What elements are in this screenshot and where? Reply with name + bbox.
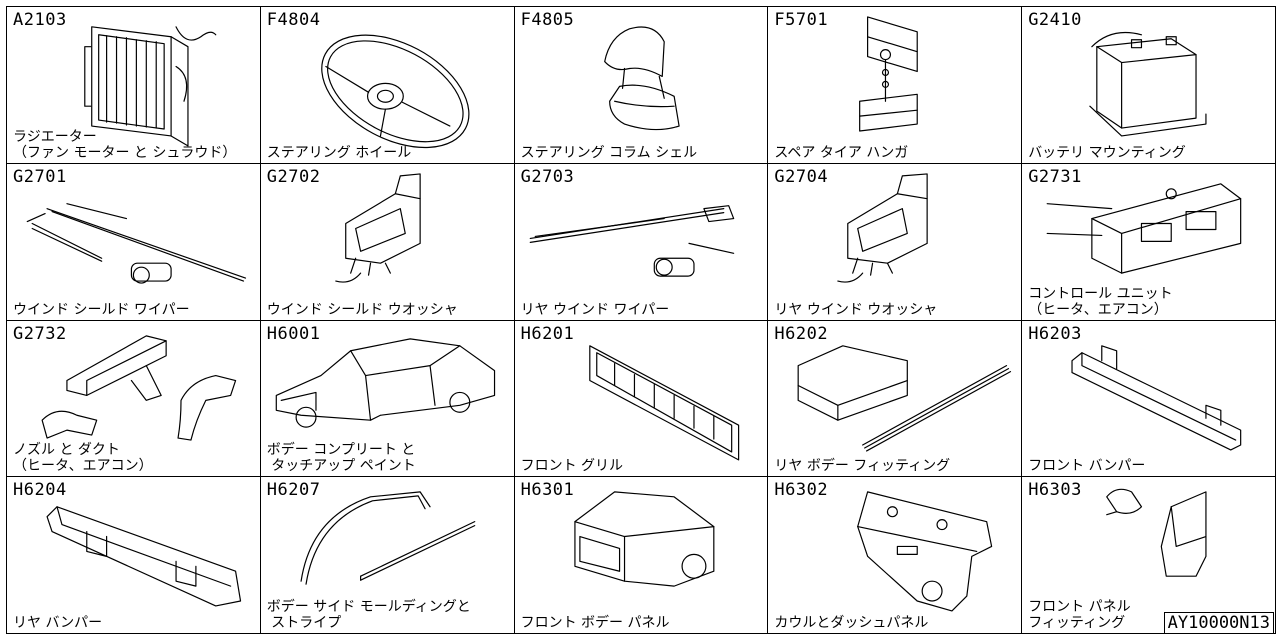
part-name: ステアリング ホイール bbox=[266, 144, 412, 161]
front-grille-illustration bbox=[588, 344, 739, 460]
part-cell-windshield-washer[interactable]: G2702 ウインド シールド ウオッシャ bbox=[260, 163, 515, 321]
part-name: ラジエーター （ファン モーター と シュラウド） bbox=[13, 128, 237, 161]
front-body-panel-illustration bbox=[573, 491, 715, 587]
part-cell-rear-window-washer[interactable]: G2704 リヤ ウインド ウオッシャ bbox=[768, 163, 1023, 321]
part-name: ウインド シールド ワイパー bbox=[13, 301, 190, 318]
part-cell-front-bumper[interactable]: H6203 フロント バンパー bbox=[1022, 320, 1276, 478]
part-cell-rear-bumper[interactable]: H6204 リヤ バンパー bbox=[7, 477, 261, 634]
cowl-dash-illustration bbox=[857, 491, 993, 612]
part-code: G2704 bbox=[774, 166, 829, 187]
part-code: G2703 bbox=[520, 166, 575, 187]
steering-wheel-illustration bbox=[320, 34, 470, 149]
part-name: ノズル と ダクト （ヒータ、エアコン） bbox=[13, 442, 153, 475]
part-name: ウインド シールド ウオッシャ bbox=[266, 301, 458, 318]
part-name: フロント ボデー パネル bbox=[520, 615, 670, 631]
part-code: H6202 bbox=[774, 323, 829, 344]
part-cell-battery-mounting[interactable]: G2410 バッテリ マウンティング bbox=[1022, 7, 1276, 164]
part-name: リヤ ウインド ウオッシャ bbox=[774, 301, 938, 318]
part-code: G2732 bbox=[13, 323, 67, 344]
front-bumper-illustration bbox=[1071, 344, 1242, 451]
part-cell-nozzle-duct[interactable]: G2732 ノズル と ダクト （ヒータ、エアコン） bbox=[7, 320, 261, 478]
part-code: H6301 bbox=[520, 480, 575, 501]
rear-bumper-illustration bbox=[46, 506, 242, 607]
part-cell-windshield-wiper[interactable]: G2701 ウインド シールド ワイパー bbox=[7, 163, 261, 321]
part-cell-spare-tire-hanger[interactable]: F5701 スペア タイア ハンガ bbox=[768, 7, 1023, 164]
tire-hanger-illustration bbox=[859, 16, 919, 132]
part-cell-rear-body-fitting[interactable]: H6202 リヤ ボデー フィッティング bbox=[768, 320, 1023, 478]
rear-washer-illustration bbox=[837, 173, 929, 283]
part-cell-steering-column-shell[interactable]: F4805 ステアリング コラム シェル bbox=[514, 7, 769, 164]
part-name: フロント グリル bbox=[520, 458, 624, 475]
column-shell-illustration bbox=[603, 26, 680, 131]
part-name: フロント パネル フィッティング bbox=[1028, 599, 1131, 631]
part-code: H6201 bbox=[520, 323, 575, 344]
part-code: F4804 bbox=[266, 10, 321, 30]
part-cell-body-side-molding[interactable]: H6207 ボデー サイド モールディングと ストライプ bbox=[260, 477, 515, 634]
rear-wiper-illustration bbox=[529, 204, 734, 277]
battery-illustration bbox=[1089, 31, 1207, 137]
part-cell-control-unit[interactable]: G2731 コントロール ユニット （ヒータ、エアコン） bbox=[1022, 163, 1276, 321]
part-cell-radiator[interactable]: A2103 ラジエーター （ファン モーター と シュラウド） bbox=[7, 7, 261, 164]
part-code: F4805 bbox=[520, 10, 575, 30]
part-code: H6207 bbox=[266, 480, 321, 501]
part-name: ステアリング コラム シェル bbox=[520, 144, 698, 161]
catalog-code: AY10000N13 bbox=[1163, 612, 1274, 634]
part-name: リヤ バンパー bbox=[13, 615, 103, 631]
part-code: G2731 bbox=[1028, 166, 1082, 187]
part-cell-front-panel-fitting[interactable]: H6303 フロント パネル フィッティング bbox=[1022, 477, 1276, 634]
part-cell-cowl-dash-panel[interactable]: H6302 カウルとダッシュパネル bbox=[768, 477, 1023, 634]
rear-body-fitting-illustration bbox=[797, 344, 1012, 452]
part-name: リヤ ウインド ワイパー bbox=[520, 301, 670, 318]
part-code: F5701 bbox=[774, 10, 829, 30]
part-name: ボデー サイド モールディングと ストライプ bbox=[266, 599, 471, 631]
part-code: H6303 bbox=[1028, 480, 1082, 501]
part-name: リヤ ボデー フィッティング bbox=[774, 458, 951, 475]
part-name: コントロール ユニット （ヒータ、エアコン） bbox=[1028, 285, 1173, 318]
part-name: カウルとダッシュパネル bbox=[774, 615, 929, 631]
part-cell-front-body-panel[interactable]: H6301 フロント ボデー パネル bbox=[514, 477, 769, 634]
part-name: ボデー コンプリート と タッチアップ ペイント bbox=[266, 442, 416, 475]
parts-grid: A2103 ラジエーター （ファン モーター と シュラウド） F4804 ステ… bbox=[6, 6, 1276, 634]
part-code: H6302 bbox=[774, 480, 829, 501]
part-code: A2103 bbox=[13, 10, 67, 30]
part-cell-rear-window-wiper[interactable]: G2703 リヤ ウインド ワイパー bbox=[514, 163, 769, 321]
part-code: G2702 bbox=[266, 166, 321, 187]
part-cell-steering-wheel[interactable]: F4804 ステアリング ホイール bbox=[260, 7, 515, 164]
part-name: スペア タイア ハンガ bbox=[774, 144, 909, 161]
part-cell-front-grille[interactable]: H6201 フロント グリル bbox=[514, 320, 769, 478]
part-code: H6203 bbox=[1028, 323, 1082, 344]
part-cell-body-complete[interactable]: H6001 ボデー コンプリート と タッチアップ ペイント bbox=[260, 320, 515, 478]
part-code: G2410 bbox=[1028, 10, 1082, 30]
windshield-washer-illustration bbox=[335, 173, 421, 283]
part-name: バッテリ マウンティング bbox=[1028, 144, 1186, 161]
part-code: H6204 bbox=[13, 480, 67, 501]
windshield-wiper-illustration bbox=[26, 202, 247, 284]
part-code: H6001 bbox=[266, 323, 321, 344]
part-code: G2701 bbox=[13, 166, 67, 187]
part-name: フロント バンパー bbox=[1028, 458, 1146, 475]
